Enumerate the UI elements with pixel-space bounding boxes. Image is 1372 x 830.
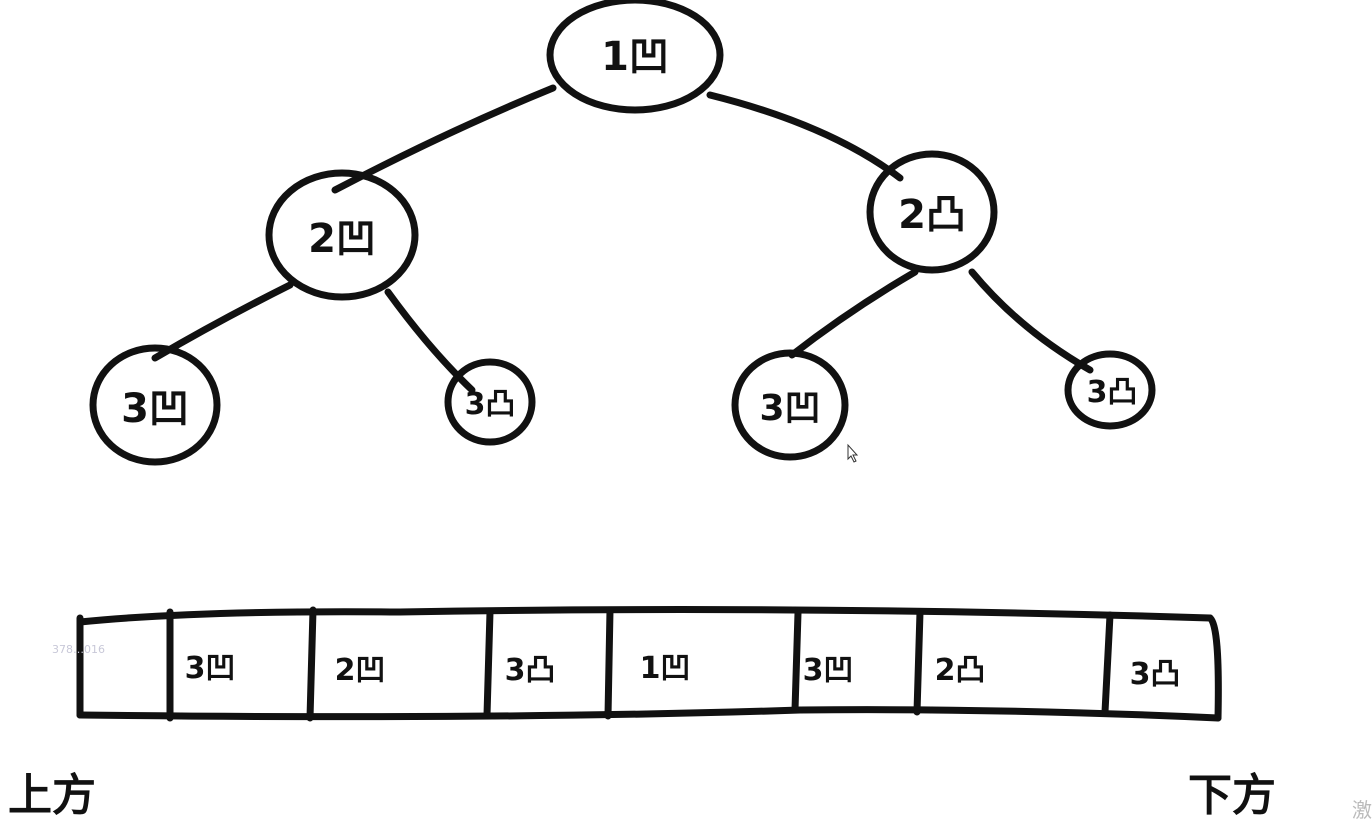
strip-top-edge xyxy=(76,606,1214,626)
strip-divider xyxy=(791,609,802,714)
strip-cell: 2凹 xyxy=(335,653,386,688)
strip-bottom-edge xyxy=(76,706,1222,722)
node-root xyxy=(546,0,724,114)
strip-divider xyxy=(483,608,494,719)
node-leaf3-label: 3凹 xyxy=(759,388,820,429)
strip-cell: 3凸 xyxy=(505,653,556,688)
mouse-cursor-icon xyxy=(847,443,859,463)
edge-left-leaf1 xyxy=(151,281,294,362)
node-leaf1-label: 3凹 xyxy=(121,386,189,432)
edge-right-leaf4 xyxy=(968,268,1094,374)
strip-cell: 3凹 xyxy=(185,651,236,686)
strip-divider xyxy=(306,606,317,722)
edge-right-leaf3 xyxy=(788,268,919,359)
watermark-text: 激 xyxy=(1352,798,1372,822)
bottom-side-label: 下方 xyxy=(1188,770,1276,821)
strip-cell: 2凸 xyxy=(935,653,986,688)
node-leaf1 xyxy=(89,344,221,466)
edge-root-right xyxy=(706,91,904,182)
node-leaf3 xyxy=(731,349,849,461)
strip-cell: 1凹 xyxy=(640,651,691,686)
node-root-label: 1凹 xyxy=(601,34,669,80)
edge-left-leaf2 xyxy=(384,288,476,394)
strip-divider xyxy=(913,608,924,716)
node-left-label: 2凹 xyxy=(308,216,376,262)
strip-cell: 3凸 xyxy=(1130,657,1181,692)
node-right xyxy=(866,150,998,274)
node-leaf2 xyxy=(444,358,536,446)
strip-right-edge xyxy=(1206,614,1222,722)
node-leaf2-label: 3凸 xyxy=(465,387,516,422)
watermark-id: 378…016 xyxy=(52,643,105,656)
node-leaf4-label: 3凸 xyxy=(1087,375,1138,410)
strip-divider xyxy=(604,606,614,720)
strip-divider xyxy=(1101,611,1114,716)
strip-cell: 3凹 xyxy=(803,653,854,688)
top-side-label: 上方 xyxy=(8,770,96,821)
node-left xyxy=(265,169,419,301)
node-right-label: 2凸 xyxy=(898,192,966,238)
node-leaf4 xyxy=(1064,350,1156,430)
